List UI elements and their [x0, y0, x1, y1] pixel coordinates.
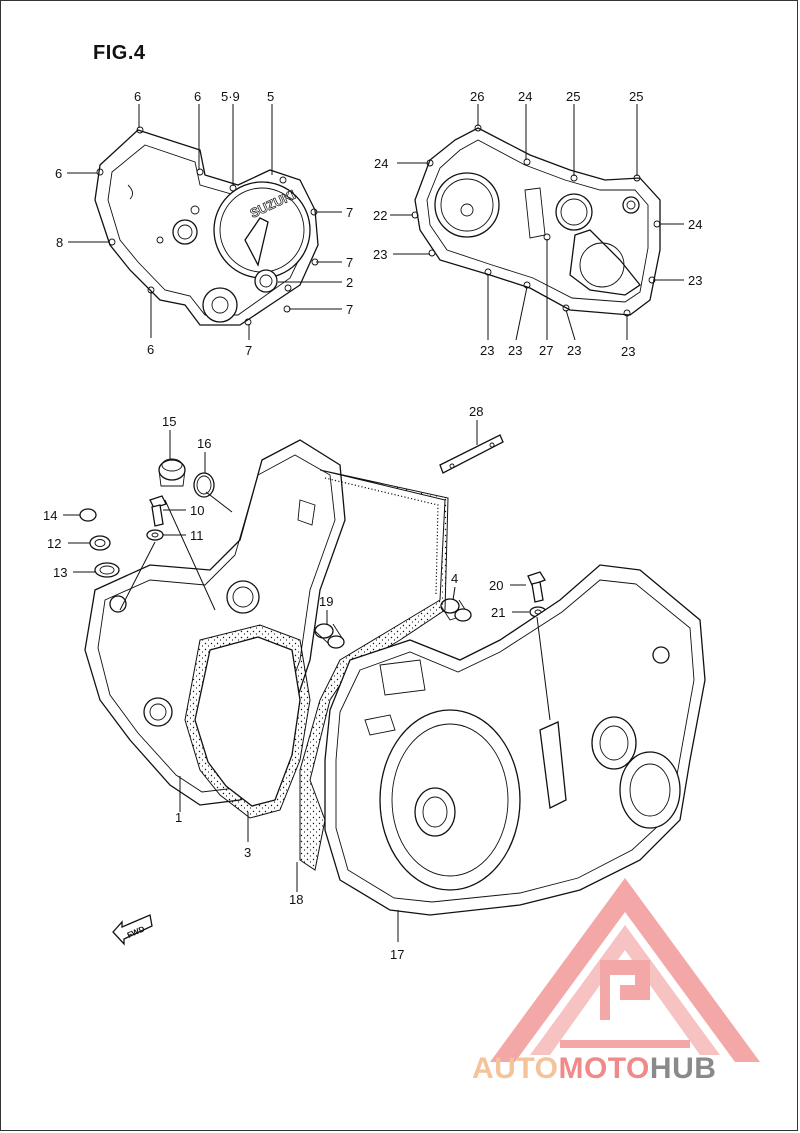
- callout-24: 24: [688, 217, 702, 232]
- leader-lines: [63, 104, 684, 942]
- callout-27: 27: [539, 343, 553, 358]
- callout-18: 18: [289, 892, 303, 907]
- right-crankcase-part: [324, 564, 706, 916]
- callout-7: 7: [346, 302, 353, 317]
- watermark-part2: MOTO: [558, 1052, 650, 1085]
- callout-6: 6: [147, 342, 154, 357]
- washer-13-part: [94, 562, 120, 578]
- callout-6: 6: [134, 89, 141, 104]
- callout-5: 5: [267, 89, 274, 104]
- callout-24: 24: [374, 156, 388, 171]
- bolt-20-part: [527, 571, 546, 603]
- watermark-logo-icon: [490, 878, 760, 1062]
- watermark-part1: AUTO: [472, 1052, 559, 1085]
- callout-23: 23: [480, 343, 494, 358]
- callout-28: 28: [469, 404, 483, 419]
- gasket-28-part: [439, 434, 504, 474]
- dowel-19-part: [314, 623, 345, 649]
- callout-7: 7: [346, 205, 353, 220]
- callout-25: 25: [629, 89, 643, 104]
- callout-16: 16: [197, 436, 211, 451]
- callout-11: 11: [190, 528, 204, 543]
- callout-8: 8: [56, 235, 63, 250]
- callout-7: 7: [245, 343, 252, 358]
- callout-10: 10: [190, 503, 204, 518]
- watermark-part3: HUB: [649, 1052, 717, 1085]
- callout-21: 21: [491, 605, 505, 620]
- callout-1: 1: [175, 810, 182, 825]
- o-ring-16-part: [193, 472, 215, 498]
- callout-3: 3: [244, 845, 251, 860]
- callout-labels: 6 6 5·9 5 6 7 8 7 2 7 6 7 26 24 25 25 24…: [43, 89, 702, 962]
- bolt-10-part: [149, 495, 167, 527]
- callout-25: 25: [566, 89, 580, 104]
- watermark-text: AUTOMOTOHUB: [472, 1052, 716, 1086]
- callout-23: 23: [373, 247, 387, 262]
- callout-23: 23: [688, 273, 702, 288]
- callout-13: 13: [53, 565, 67, 580]
- callout-6: 6: [55, 166, 62, 181]
- callout-12: 12: [47, 536, 61, 551]
- callout-24: 24: [518, 89, 532, 104]
- callout-22: 22: [373, 208, 387, 223]
- clutch-cover-part: SUZUKI: [94, 126, 319, 326]
- generator-cover-part: [411, 124, 661, 317]
- callout-17: 17: [390, 947, 404, 962]
- callout-2: 2: [346, 275, 353, 290]
- callout-14: 14: [43, 508, 57, 523]
- callout-15: 15: [162, 414, 176, 429]
- cap-14-part: [79, 508, 97, 522]
- callout-6: 6: [194, 89, 201, 104]
- callout-26: 26: [470, 89, 484, 104]
- figure-title: FIG.4: [93, 42, 146, 64]
- callout-23: 23: [567, 343, 581, 358]
- plug-15-part: [158, 458, 186, 487]
- gasket-18-part: [299, 469, 449, 871]
- fwd-arrow: FWD: [112, 914, 153, 946]
- callout-4: 4: [451, 571, 458, 586]
- callout-19: 19: [319, 594, 333, 609]
- callout-23: 23: [508, 343, 522, 358]
- callout-23: 23: [621, 344, 635, 359]
- washer-11-part: [146, 529, 164, 541]
- plug-12-part: [89, 535, 111, 551]
- callout-20: 20: [489, 578, 503, 593]
- callout-5-9: 5·9: [221, 89, 240, 104]
- gasket-3-part: [184, 624, 311, 819]
- callout-7: 7: [346, 255, 353, 270]
